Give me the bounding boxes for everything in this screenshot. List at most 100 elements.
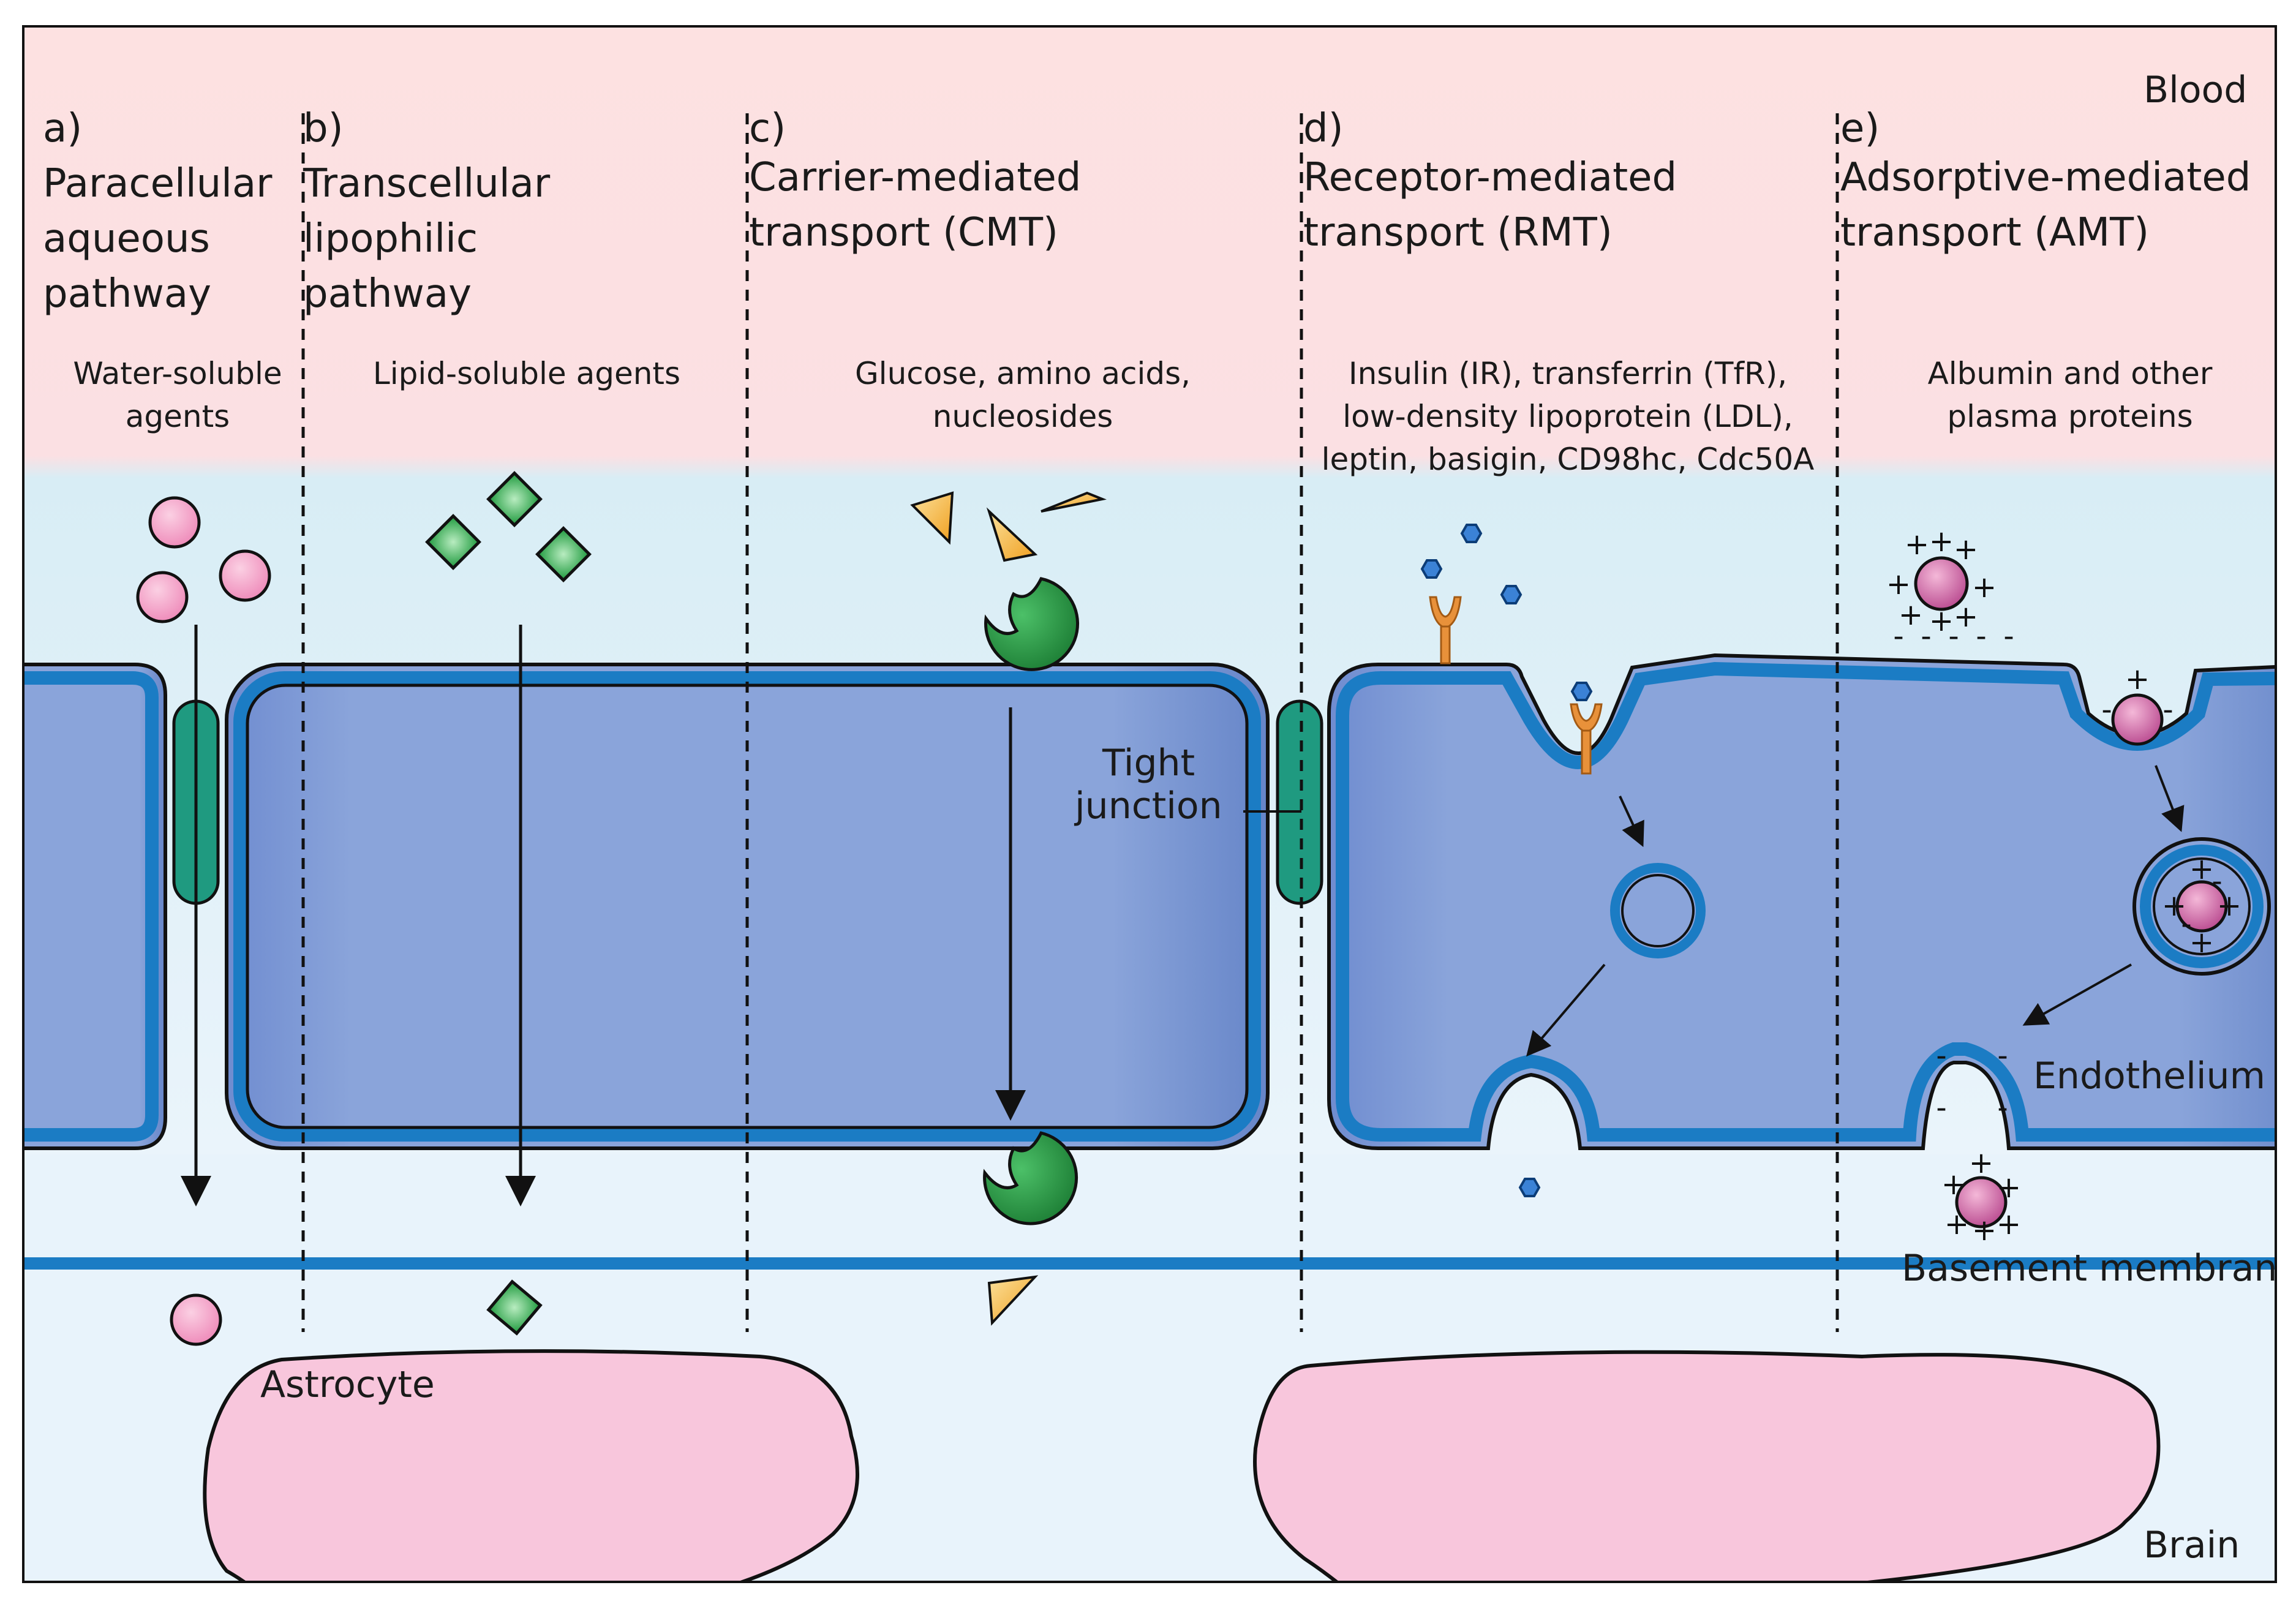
carrier-proteins (983, 577, 1080, 1225)
cell-left-partial (24, 663, 167, 1150)
pathway-separators (301, 113, 1839, 1332)
pathway-b-title-1: Transcellular (303, 161, 551, 206)
svg-text:+: + (1972, 570, 1997, 604)
svg-text:+: + (2189, 852, 2214, 886)
pathway-c-agents-2: nucleosides (932, 399, 1113, 434)
svg-text:+: + (2125, 662, 2150, 696)
pathway-a-agents-2: agents (125, 399, 230, 434)
ligand-1 (1460, 524, 1483, 543)
pathway-e-letter: e) (1840, 106, 1880, 151)
brain-label: Brain (2144, 1524, 2240, 1567)
receptor-2 (1570, 703, 1603, 733)
water-agent-3 (219, 549, 271, 602)
ligand-brain (1518, 1178, 1541, 1197)
lipid-agent-1 (425, 514, 481, 570)
amt-protein-blood (1914, 556, 1969, 611)
tight-junction-label-1: Tight (1102, 742, 1195, 785)
ligand-3 (1500, 585, 1523, 604)
svg-text:-: - (1976, 619, 1986, 653)
receptor-1 (1429, 596, 1462, 629)
pathway-d-letter: d) (1303, 106, 1344, 151)
lipid-agent-brain (486, 1279, 543, 1336)
water-agent-brain (170, 1293, 222, 1346)
svg-text:-: - (1997, 1039, 2008, 1073)
amt-arrow-1 (2155, 765, 2185, 832)
pathway-a-agents-1: Water-soluble (73, 356, 282, 391)
rmt-arrow-1 (1619, 796, 1644, 848)
pathway-a-title-3: pathway (43, 271, 211, 317)
svg-text:+: + (1929, 524, 1954, 559)
bbb-transport-diagram: +++ ++ +++ ----- +-- ++++ -- +++ +++ ---… (24, 28, 2275, 1581)
svg-text:-: - (2211, 864, 2222, 898)
blood-label: Blood (2144, 69, 2248, 111)
pathway-b-letter: b) (303, 106, 344, 151)
amt-vesicle-top (2111, 693, 2164, 746)
pathway-d-agents-1: Insulin (IR), transferrin (TfR), (1348, 356, 1788, 391)
svg-text:-: - (1936, 1039, 1946, 1073)
lipid-agent-2 (486, 471, 543, 527)
svg-text:+: + (1997, 1170, 2021, 1205)
svg-text:+: + (1944, 1207, 1969, 1241)
receptors (1429, 596, 1603, 775)
pathway-e-title-2: transport (AMT) (1840, 210, 2150, 255)
svg-text:+: + (1905, 527, 1929, 562)
basement-membrane-label: Basement membrane (1902, 1247, 2277, 1290)
carrier-agent-2 (986, 507, 1038, 562)
pathway-d-title-2: transport (RMT) (1303, 210, 1613, 255)
svg-text:+: + (1954, 600, 1978, 634)
tight-junction-label-2: junction (1075, 785, 1222, 827)
svg-text:+: + (1997, 1207, 2021, 1241)
pathway-b-agents-1: Lipid-soluble agents (372, 356, 681, 391)
amt-vesicle (2132, 837, 2271, 976)
amt-arrow-2 (2022, 963, 2132, 1026)
astrocyte-label: Astrocyte (260, 1363, 435, 1406)
carrier-agents (910, 491, 1107, 1326)
svg-text:-: - (1893, 619, 1903, 653)
svg-text:-: - (2003, 619, 2014, 653)
carrier-top (984, 577, 1080, 671)
ligand-2 (1420, 559, 1443, 579)
astrocyte-left (203, 1349, 859, 1581)
carrier-agent-1 (910, 491, 954, 545)
lipid-agent-3 (535, 526, 592, 582)
svg-text:-: - (1921, 619, 1931, 653)
svg-text:-: - (2101, 693, 2112, 727)
svg-text:-: - (1936, 1091, 1946, 1125)
carrier-agent-3 (1041, 491, 1107, 513)
svg-text:+: + (1886, 567, 1911, 601)
svg-text:+: + (2189, 925, 2214, 960)
amt-protein-brain (1955, 1176, 2008, 1229)
pathway-a-title-2: aqueous (43, 216, 210, 262)
svg-text:+: + (2217, 889, 2241, 923)
svg-text:-: - (2162, 693, 2173, 727)
pathway-a-title-1: Paracellular (43, 161, 273, 206)
water-soluble-agents (136, 496, 271, 1346)
pathway-d-agents-2: low-density lipoprotein (LDL), (1342, 399, 1793, 434)
lipid-soluble-agents (425, 471, 592, 1336)
svg-text:+: + (1972, 1213, 1997, 1248)
water-agent-1 (148, 496, 201, 549)
svg-text:-: - (2181, 907, 2191, 941)
pathway-e-agents-1: Albumin and other (1927, 356, 2213, 391)
pathway-d-agents-3: leptin, basigin, CD98hc, Cdc50A (1321, 442, 1815, 477)
endothelium-cells (24, 653, 2275, 1150)
svg-text:+: + (1929, 604, 1954, 638)
svg-text:+: + (1941, 1167, 1966, 1202)
pathway-c-agents-1: Glucose, amino acids, (854, 356, 1191, 391)
svg-text:+: + (2162, 889, 2186, 923)
carrier-agent-brain (987, 1275, 1039, 1326)
water-agent-2 (136, 571, 189, 623)
endothelium-label: Endothelium (2033, 1055, 2266, 1097)
pathway-d-title-1: Receptor-mediated (1303, 155, 1677, 200)
pathway-a-letter: a) (43, 106, 83, 151)
rmt-arrow-2 (1526, 963, 1606, 1057)
svg-text:-: - (1997, 1091, 2008, 1125)
svg-text:+: + (1954, 532, 1978, 566)
pathway-e-agents-2: plasma proteins (1947, 399, 2193, 434)
pathway-c-title-2: transport (CMT) (749, 210, 1058, 255)
pathway-c-title-1: Carrier-mediated (749, 155, 1082, 200)
ligand-4 (1570, 682, 1593, 701)
astrocyte-right (1253, 1350, 2161, 1581)
carrier-bottom (983, 1131, 1078, 1225)
svg-text:-: - (1948, 619, 1959, 653)
